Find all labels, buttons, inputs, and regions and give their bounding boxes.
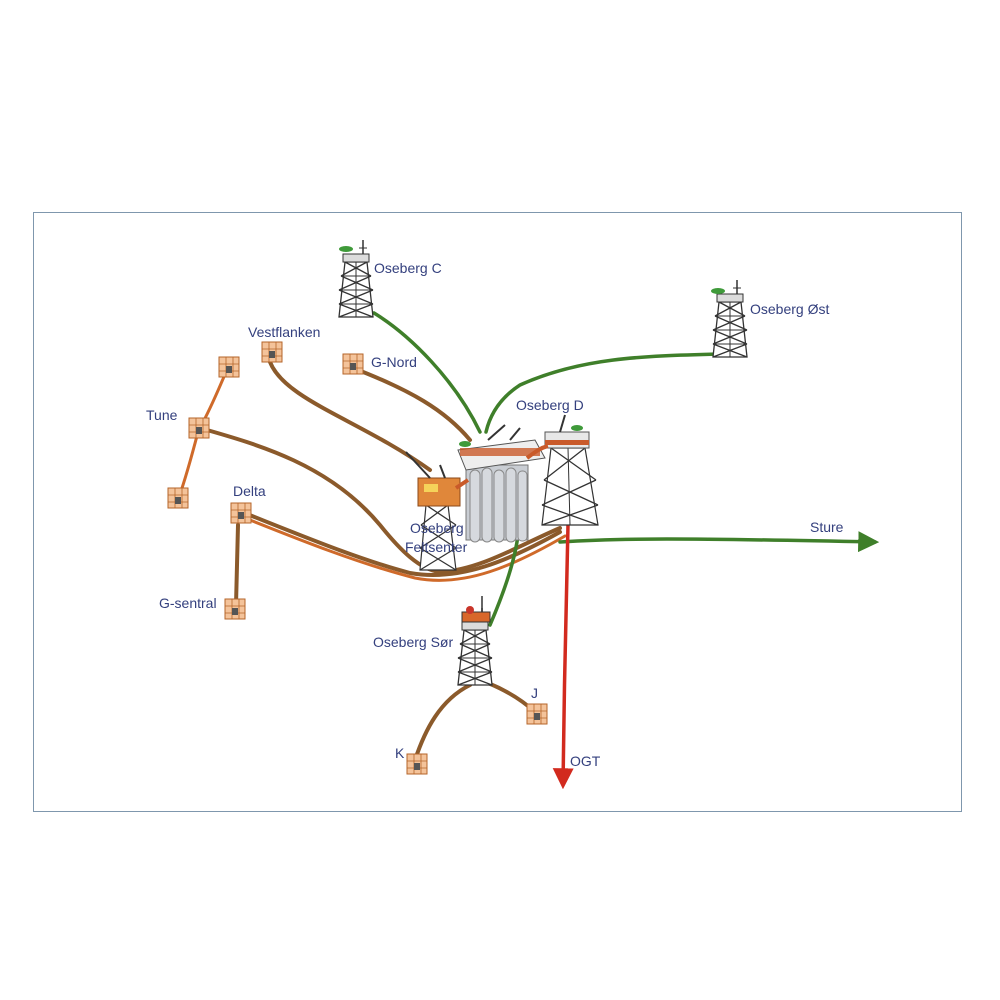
label-delta: Delta [233, 483, 266, 499]
pipeline-ogt [552, 524, 574, 790]
label-oseberg-c: Oseberg C [374, 260, 442, 276]
template-icon [526, 703, 548, 725]
template-icon [261, 341, 283, 363]
label-tune: Tune [146, 407, 178, 423]
template-icon [406, 753, 428, 775]
template-icon [224, 598, 246, 620]
label-sture: Sture [810, 519, 844, 535]
template-icon [188, 417, 210, 439]
label-vestflanken: Vestflanken [248, 324, 320, 340]
label-g-nord: G-Nord [371, 354, 417, 370]
template-icon [167, 487, 189, 509]
oseberg-ost-platform [711, 279, 748, 358]
pipeline-sture [558, 531, 880, 553]
pipeline-g-nord [351, 366, 472, 442]
pipeline-g-sentral [234, 523, 240, 607]
oseberg-c-platform [338, 239, 374, 318]
label-k: K [395, 745, 405, 761]
label-g-sentral: G-sentral [159, 595, 217, 611]
template-icon [218, 356, 240, 378]
label-j: J [531, 685, 538, 701]
pipeline-delta-parallel [243, 516, 567, 582]
pipeline-delta [240, 510, 562, 578]
labels: Oseberg C Oseberg Øst Vestflanken G-Nord… [146, 260, 844, 769]
pipeline-k [413, 683, 472, 762]
pipeline-oseberg-c [372, 311, 482, 434]
pipeline-oseberg-sor [488, 533, 520, 627]
label-oseberg-sor: Oseberg Sør [373, 634, 453, 650]
oseberg-sor-platform [457, 596, 493, 686]
pipeline-vestflanken [268, 360, 432, 472]
oseberg-feltsenter-complex [405, 414, 599, 571]
label-oseberg-feltsenter-line2: Feltsenter [405, 539, 468, 555]
template-icon [230, 502, 252, 524]
label-ogt: OGT [570, 753, 601, 769]
pipeline-tune [198, 426, 562, 575]
pipeline-tune-lower [177, 430, 200, 499]
label-oseberg-feltsenter-line1: Oseberg [410, 520, 464, 536]
label-oseberg-d: Oseberg D [516, 397, 584, 413]
pipeline-oseberg-ost [484, 352, 722, 434]
template-icon [342, 353, 364, 375]
label-oseberg-ost: Oseberg Øst [750, 301, 829, 317]
